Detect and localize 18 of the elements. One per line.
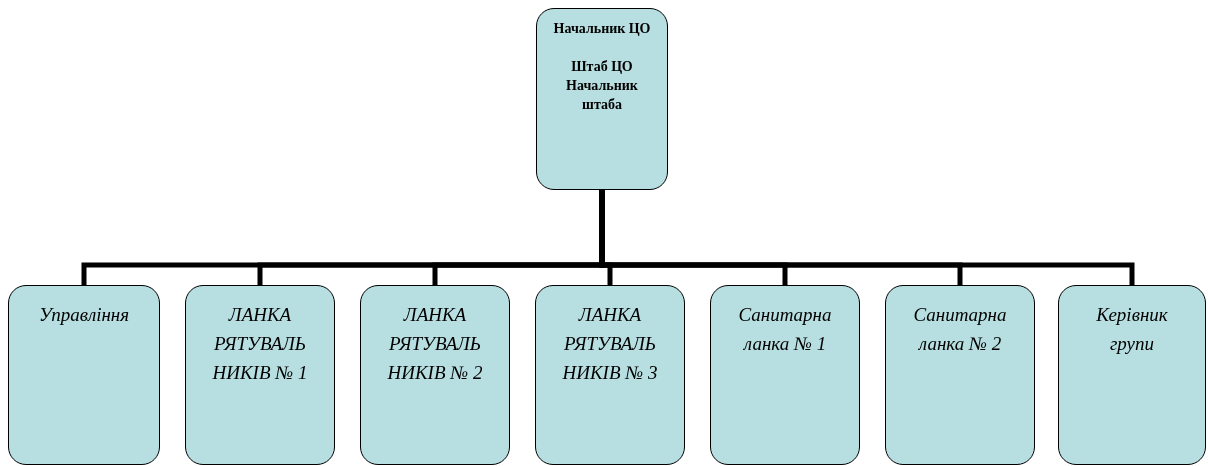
box-label: Керівник групи (1095, 303, 1169, 356)
org-box (360, 285, 510, 465)
box-label: Санитарна ланка № 2 (912, 303, 1008, 356)
org-box (1058, 285, 1206, 465)
org-box (536, 8, 668, 190)
box-label: ЛАНКА РЯТУВАЛЬ НИКІВ № 3 (561, 303, 659, 385)
box-label: Штаб ЦО (570, 58, 634, 76)
org-box (710, 285, 860, 465)
box-label: Начальник ЦО (552, 20, 652, 38)
org-box (8, 285, 160, 465)
box-label: Начальник штаба (565, 77, 639, 114)
box-label: Санитарна ланка № 1 (737, 303, 833, 356)
box-label: Управління (37, 303, 131, 327)
org-box (185, 285, 335, 465)
org-box (885, 285, 1035, 465)
org-box (535, 285, 685, 465)
box-label: ЛАНКА РЯТУВАЛЬ НИКІВ № 1 (211, 303, 309, 385)
box-label: ЛАНКА РЯТУВАЛЬ НИКІВ № 2 (386, 303, 484, 385)
